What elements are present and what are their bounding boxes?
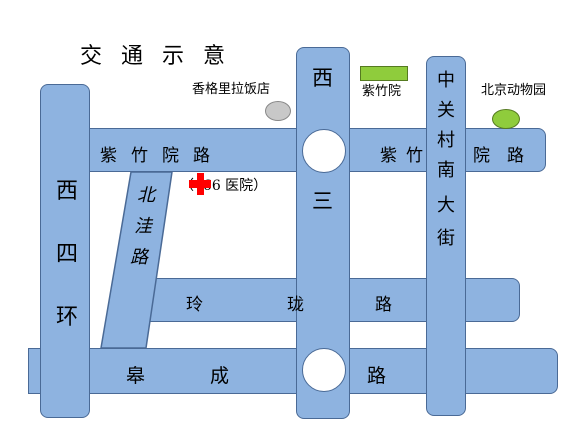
- zhongguancun-label-6: 街: [437, 228, 455, 249]
- zizhuyuan-label-left-1: 紫: [100, 146, 117, 166]
- xisan-label-top: 西: [312, 66, 333, 90]
- fucheng-label-1: 皋: [126, 365, 146, 387]
- zizhuyuan-label-right-3: 院: [473, 146, 490, 166]
- zizhuyuan-park-label: 紫竹院: [362, 83, 402, 98]
- zizhuyuan-label-right-1: 紫: [380, 146, 397, 166]
- xisihuan-label-2: 四: [56, 242, 79, 267]
- xisan-label-bottom: 三: [312, 189, 333, 213]
- zizhuyuan-park-marker: [360, 66, 408, 81]
- zizhuyuan-label-left-4: 路: [193, 146, 210, 166]
- beiwa-label-2: 洼: [134, 216, 152, 237]
- linglong-label-3: 路: [375, 295, 392, 315]
- shangri-la-hotel-label: 香格里拉饭店: [192, 81, 271, 96]
- zizhuyuan-label-left-2: 竹: [131, 146, 148, 166]
- roundabout-south: [302, 348, 346, 392]
- fucheng-label-3: 路: [367, 365, 387, 387]
- roundabout-north: [302, 129, 346, 173]
- xisihuan-label-1: 西: [56, 179, 79, 204]
- zizhuyuan-label-left-3: 院: [162, 146, 179, 166]
- beiwa-label-3: 路: [130, 247, 148, 268]
- linglong-label-1: 玲: [186, 295, 203, 315]
- zhongguancun-label-4: 南: [437, 160, 455, 181]
- zoo-marker: [492, 109, 520, 129]
- zhongguancun-label-3: 村: [437, 130, 455, 151]
- zhongguancun-label-5: 大: [437, 195, 455, 216]
- zhongguancun-label-2: 关: [437, 100, 455, 121]
- zhongguancun-label-1: 中: [437, 70, 455, 91]
- zoo-label: 北京动物园: [481, 82, 547, 97]
- zhongguancun-road: [426, 56, 466, 416]
- shangri-la-hotel-marker: [265, 101, 291, 121]
- map-title: 交 通 示 意: [80, 44, 231, 69]
- zizhuyuan-label-right-2: 竹: [406, 146, 423, 166]
- linglong-label-2: 珑: [287, 295, 304, 315]
- xisihuan-road: [40, 84, 90, 418]
- hospital-cross-icon: [189, 173, 211, 195]
- fucheng-label-2: 成: [210, 365, 230, 387]
- beiwa-label-1: 北: [137, 185, 155, 206]
- zizhuyuan-label-right-4: 路: [507, 146, 524, 166]
- xisihuan-label-3: 环: [56, 305, 79, 330]
- fucheng-road: [28, 348, 558, 394]
